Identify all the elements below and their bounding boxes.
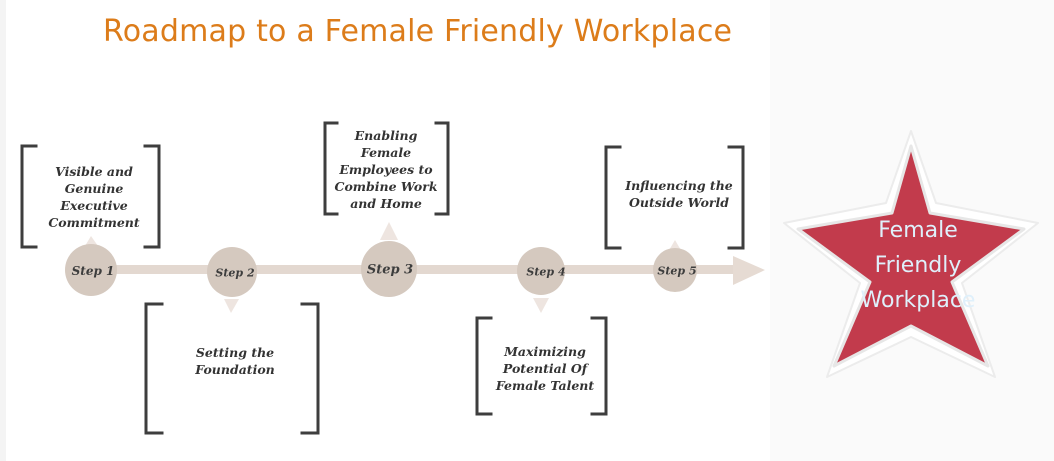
step-1-bracket-right xyxy=(143,144,161,249)
step-4-circle xyxy=(517,247,565,295)
step-2-bracket-left xyxy=(144,302,164,435)
step-4-text: Maximizing Potential Of Female Talent xyxy=(495,343,595,393)
step-4-bracket-right xyxy=(590,316,608,416)
step-3-bracket-left xyxy=(323,121,339,216)
step-2-pointer xyxy=(224,299,239,313)
star-shape xyxy=(796,144,1026,368)
step-4-bracket-left xyxy=(475,316,493,416)
step-2-circle xyxy=(207,247,257,297)
step-3-bracket-right xyxy=(434,121,450,216)
step-5-circle xyxy=(653,248,697,292)
step-5-text: Influencing the Outside World xyxy=(625,178,733,210)
step-3-pointer xyxy=(380,222,398,240)
step-1-text: Visible and Genuine Executive Commitment xyxy=(48,164,140,230)
timeline-arrowhead xyxy=(733,256,765,285)
step-1-pointer xyxy=(85,236,98,246)
goal-text: Female Friendly Workplace xyxy=(860,217,976,313)
step-2-bracket-right xyxy=(300,302,320,435)
step-3-label: Step 3 xyxy=(366,262,414,278)
step-5-bracket-left xyxy=(604,145,622,250)
step-5-bracket-right xyxy=(727,145,745,250)
step-1-circle xyxy=(65,244,117,296)
step-1-label: Step 1 xyxy=(71,264,115,278)
step-5-label: Step 5 xyxy=(657,264,697,278)
step-3-text: Enabling Female Employees to Combine Wor… xyxy=(334,127,438,211)
step-3-circle xyxy=(361,241,417,297)
step-1-bracket-left xyxy=(20,144,38,249)
step-4-pointer xyxy=(533,298,549,313)
step-2-label: Step 2 xyxy=(215,266,255,280)
step-2-text: Setting the Foundation xyxy=(195,345,275,377)
diagram-title: Roadmap to a Female Friendly Workplace xyxy=(103,14,733,49)
step-4-label: Step 4 xyxy=(526,265,566,279)
